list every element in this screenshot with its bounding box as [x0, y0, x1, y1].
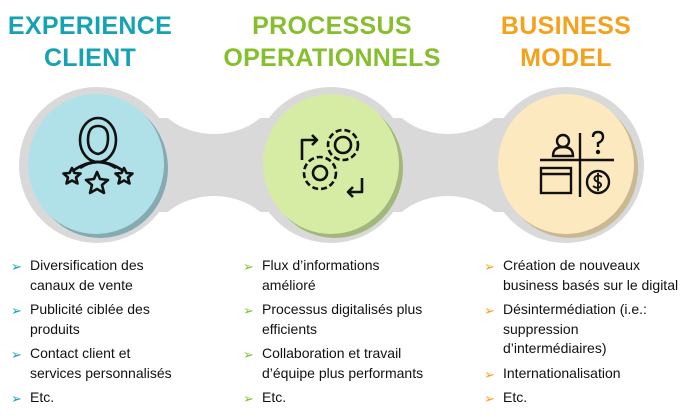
list-item: ➢ Diversification des canaux de vente: [11, 256, 172, 295]
heading-line: PROCESSUS: [252, 12, 412, 40]
list-item: ➢ Contact client et services personnalisé…: [11, 344, 172, 383]
user-stars-icon: [62, 116, 134, 195]
heading-line: MODEL: [520, 44, 612, 72]
heading-line: OPERATIONNELS: [223, 44, 441, 72]
process-circle: [263, 94, 399, 234]
item-text: Diversification des canaux de vente: [30, 257, 144, 293]
list-item: ➢ Publicité ciblée des produits: [11, 300, 172, 339]
process-list: ➢ Flux d’informations amélioré ➢ Processus…: [243, 256, 423, 413]
heading-experience-client: EXPERIENCE CLIENT: [0, 10, 205, 74]
list-item: ➢ Etc.: [484, 388, 678, 408]
arrow-bullet-icon: ➢: [484, 259, 495, 274]
item-text: Flux d’informations amélioré: [262, 257, 380, 293]
list-item: ➢ Etc.: [11, 388, 172, 408]
heading-line: EXPERIENCE: [7, 12, 173, 40]
item-text: Processus digitalisés plus efficients: [262, 301, 423, 337]
business-model-canvas-icon: [539, 130, 614, 197]
heading-line: BUSINESS: [500, 12, 632, 40]
heading-processus-operationnels: PROCESSUS OPERATIONNELS: [217, 10, 447, 74]
item-text: Création de nouveaux business basés sur …: [503, 257, 679, 293]
gears-cycle-icon: [300, 128, 364, 198]
arrow-bullet-icon: ➢: [11, 303, 22, 318]
arrow-bullet-icon: ➢: [243, 259, 254, 274]
item-text: Etc.: [30, 389, 55, 405]
item-text: Etc.: [503, 389, 528, 405]
list-item: ➢ Processus digitalisés plus efficients: [243, 300, 423, 339]
list-item: ➢ Collaboration et travail d’équipe plus …: [243, 344, 423, 383]
list-item: ➢ Internationalisation: [484, 364, 678, 384]
arrow-bullet-icon: ➢: [243, 347, 254, 362]
business-list: ➢ Création de nouveaux business basés sur…: [484, 256, 678, 413]
arrow-bullet-icon: ➢: [11, 347, 22, 362]
client-circle: [28, 94, 164, 234]
item-text: Internationalisation: [503, 364, 621, 381]
arrow-bullet-icon: ➢: [484, 303, 495, 318]
heading-business-model: BUSINESS MODEL: [451, 10, 681, 74]
list-item: ➢ Etc.: [243, 388, 423, 408]
list-item: ➢ Flux d’informations amélioré: [243, 256, 423, 295]
business-circle: [498, 94, 634, 234]
arrow-bullet-icon: ➢: [11, 391, 22, 406]
list-item: ➢ Désintermédiation (i.e.: suppression d’…: [484, 300, 678, 359]
item-text: Publicité ciblée des produits: [30, 301, 150, 337]
arrow-bullet-icon: ➢: [243, 391, 254, 406]
item-text: Etc.: [262, 389, 287, 405]
arrow-bullet-icon: ➢: [484, 366, 495, 382]
heading-line: CLIENT: [43, 44, 137, 72]
item-text: Désintermédiation (i.e.: suppression d’i…: [503, 301, 647, 356]
item-text: Contact client et services personnalisés: [30, 345, 172, 381]
arrow-bullet-icon: ➢: [243, 303, 254, 318]
arrow-bullet-icon: ➢: [484, 391, 495, 406]
item-text: Collaboration et travail d’équipe plus p…: [262, 345, 424, 381]
arrow-bullet-icon: ➢: [11, 259, 22, 274]
client-list: ➢ Diversification des canaux de vente ➢ Pu…: [11, 256, 172, 413]
list-item: ➢ Création de nouveaux business basés sur…: [484, 256, 678, 295]
